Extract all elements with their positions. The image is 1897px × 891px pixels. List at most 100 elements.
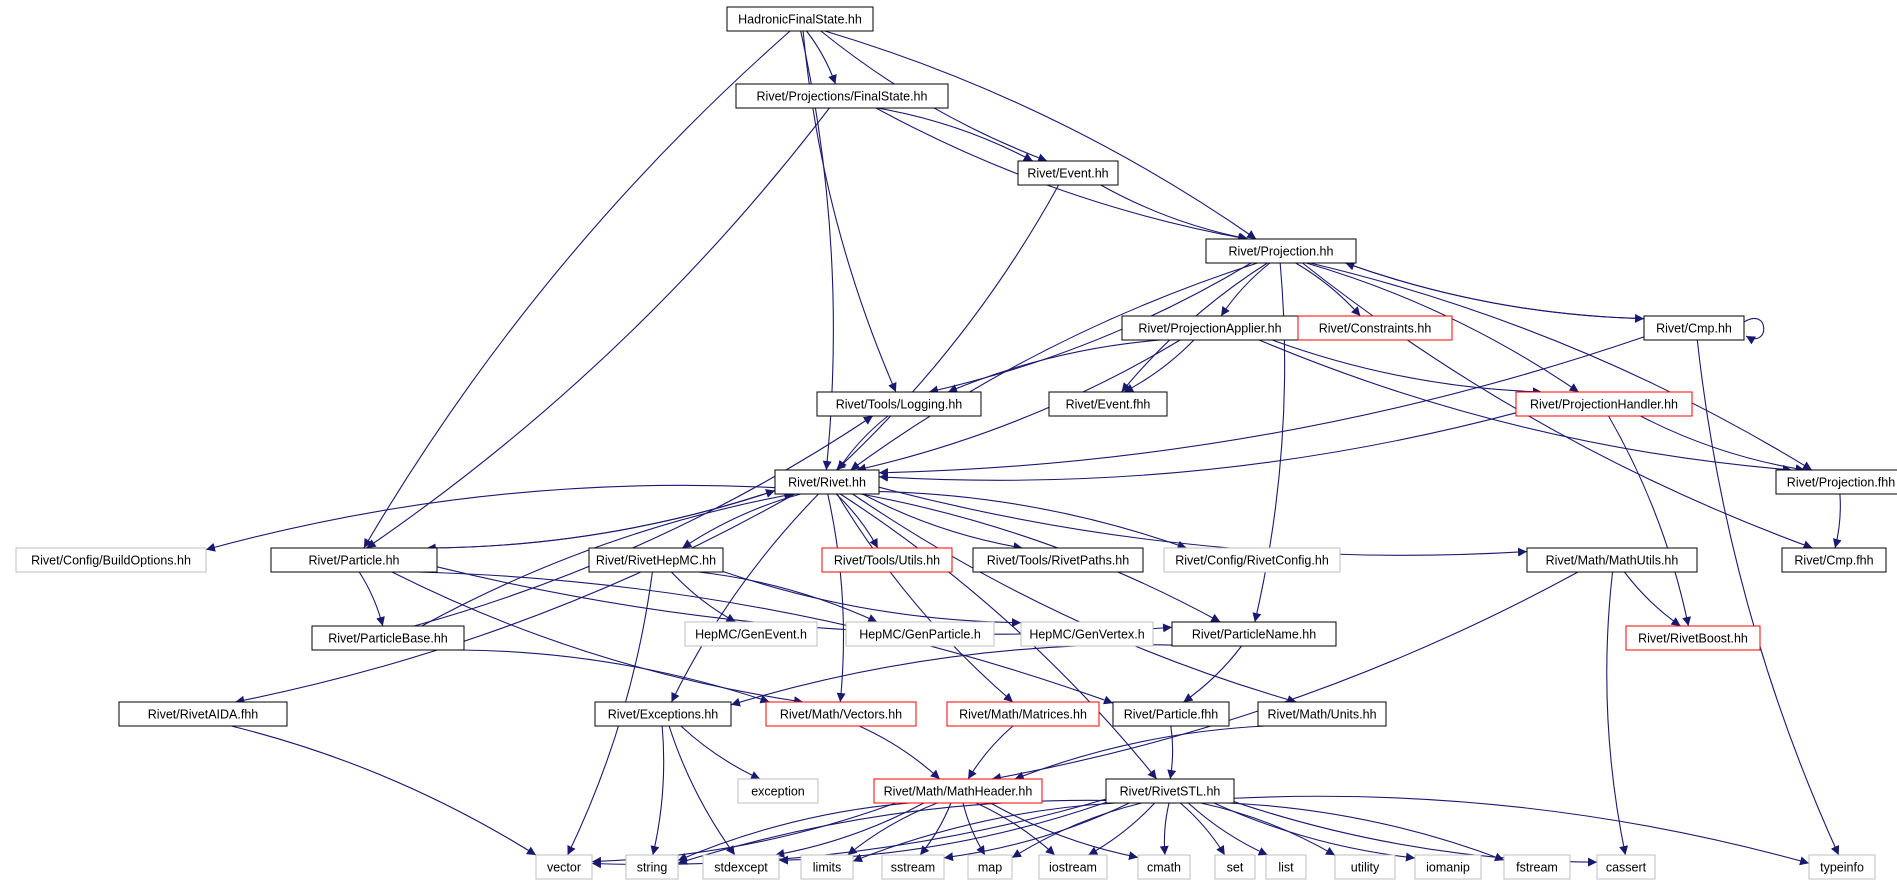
edge-phandler-to-projfhh (1640, 415, 1805, 474)
node-buildopt[interactable]: Rivet/Config/BuildOptions.hh (15, 547, 207, 573)
node-cmath[interactable]: cmath (1137, 854, 1191, 880)
node-box (311, 625, 465, 651)
node-box (1515, 391, 1693, 417)
node-papp[interactable]: Rivet/ProjectionApplier.hh (1121, 315, 1299, 341)
node-box (1414, 854, 1482, 880)
node-rpaths[interactable]: Rivet/Tools/RivetPaths.hh (972, 547, 1144, 573)
node-label: Rivet/Projection.fhh (1787, 475, 1895, 489)
node-box (1214, 854, 1256, 880)
node-logging[interactable]: Rivet/Tools/Logging.hh (816, 391, 982, 417)
node-stl[interactable]: Rivet/RivetSTL.hh (1105, 778, 1235, 804)
node-box (873, 778, 1043, 804)
node-box (845, 621, 995, 647)
node-box (737, 778, 819, 804)
node-pname[interactable]: Rivet/ParticleName.hh (1171, 621, 1337, 647)
node-utils[interactable]: Rivet/Tools/Utils.hh (821, 547, 953, 573)
node-particle[interactable]: Rivet/Particle.hh (270, 547, 438, 573)
node-stdexcept[interactable]: stdexcept (702, 854, 780, 880)
node-root[interactable]: HadronicFinalState.hh (726, 6, 874, 32)
node-rconfig[interactable]: Rivet/Config/RivetConfig.hh (1163, 547, 1341, 573)
node-limits[interactable]: limits (800, 854, 854, 880)
node-genvertex[interactable]: HepMC/GenVertex.h (1020, 621, 1154, 647)
node-label: iostream (1049, 860, 1097, 874)
node-box (625, 854, 679, 880)
node-box (774, 469, 880, 495)
node-hepmc[interactable]: Rivet/RivetHepMC.hh (588, 547, 724, 573)
node-box (765, 701, 917, 727)
node-fstream[interactable]: fstream (1503, 854, 1571, 880)
node-map[interactable]: map (967, 854, 1013, 880)
node-label: Rivet/ParticleBase.hh (328, 631, 448, 645)
node-label: Rivet/Math/MathUtils.hh (1546, 553, 1679, 567)
edge-stl-to-set (1179, 802, 1226, 856)
edge-rivet-to-particle (426, 490, 776, 553)
node-label: Rivet/Rivet.hh (788, 475, 866, 489)
edge-exceptions-to-stdexcept (668, 725, 736, 856)
node-utility[interactable]: utility (1334, 854, 1396, 880)
node-box (1105, 778, 1235, 804)
edge-pname-to-particlefhh (1183, 645, 1242, 703)
node-box (946, 701, 1100, 727)
node-pbase[interactable]: Rivet/ParticleBase.hh (311, 625, 465, 651)
node-label: list (1278, 860, 1294, 874)
node-list[interactable]: list (1265, 854, 1307, 880)
edge-mathutils-to-rboost (1624, 571, 1681, 627)
node-iostream[interactable]: iostream (1038, 854, 1108, 880)
node-iomanip[interactable]: iomanip (1414, 854, 1482, 880)
edge-rivet-to-matrices (836, 493, 1014, 703)
edge-fs-to-particle (366, 107, 830, 549)
node-genevent[interactable]: HepMC/GenEvent.h (684, 621, 818, 647)
node-label: Rivet/Cmp.hh (1656, 321, 1732, 335)
node-units[interactable]: Rivet/Math/Units.hh (1257, 701, 1387, 727)
node-string[interactable]: string (625, 854, 679, 880)
node-box (684, 621, 818, 647)
node-matrices[interactable]: Rivet/Math/Matrices.hh (946, 701, 1100, 727)
edge-stl-to-utility (1200, 802, 1336, 856)
edge-particle-to-vectors (391, 571, 804, 706)
edge-pbase-to-logging (414, 415, 874, 627)
node-label: Rivet/RivetHepMC.hh (596, 553, 716, 567)
edge-rivet-to-stl (840, 493, 1158, 780)
edge-cmp-to-proj (1345, 261, 1645, 320)
node-phandler[interactable]: Rivet/ProjectionHandler.hh (1515, 391, 1693, 417)
node-exceptions[interactable]: Rivet/Exceptions.hh (594, 701, 732, 727)
node-box (1020, 621, 1154, 647)
node-box (1257, 701, 1387, 727)
edge-cmp-to-rivet (878, 336, 1645, 478)
edge-root-to-proj (824, 30, 1257, 240)
node-cmpfhh[interactable]: Rivet/Cmp.fhh (1781, 547, 1887, 573)
node-box (588, 547, 724, 573)
node-projfhh[interactable]: Rivet/Projection.fhh (1775, 469, 1897, 495)
node-exception[interactable]: exception (737, 778, 819, 804)
edge-rivet-to-aida (235, 493, 795, 705)
node-mathutils[interactable]: Rivet/Math/MathUtils.hh (1526, 547, 1698, 573)
edge-exceptions-to-string (650, 725, 665, 856)
edge-mathheader-to-map (962, 802, 986, 856)
node-label: Rivet/ProjectionHandler.hh (1530, 397, 1678, 411)
node-genparticle[interactable]: HepMC/GenParticle.h (845, 621, 995, 647)
node-set[interactable]: set (1214, 854, 1256, 880)
node-sstream[interactable]: sstream (881, 854, 945, 880)
node-rboost[interactable]: Rivet/RivetBoost.hh (1625, 625, 1761, 651)
node-cmp[interactable]: Rivet/Cmp.hh (1643, 315, 1745, 341)
node-label: vector (547, 860, 581, 874)
edge-papp-to-rivet (856, 339, 1181, 473)
edge-proj-to-constr (1295, 262, 1361, 317)
node-eventfhh[interactable]: Rivet/Event.fhh (1048, 391, 1168, 417)
node-mathheader[interactable]: Rivet/Math/MathHeader.hh (873, 778, 1043, 804)
node-proj[interactable]: Rivet/Projection.hh (1205, 238, 1357, 264)
node-label: utility (1351, 860, 1380, 874)
node-particlefhh[interactable]: Rivet/Particle.fhh (1112, 701, 1230, 727)
node-constr[interactable]: Rivet/Constraints.hh (1297, 315, 1453, 341)
node-box (1781, 547, 1887, 573)
node-vectors[interactable]: Rivet/Math/Vectors.hh (765, 701, 917, 727)
node-fs[interactable]: Rivet/Projections/FinalState.hh (735, 83, 949, 109)
node-cassert[interactable]: cassert (1596, 854, 1656, 880)
node-event[interactable]: Rivet/Event.hh (1017, 160, 1119, 186)
node-vector[interactable]: vector (535, 854, 593, 880)
node-box (15, 547, 207, 573)
node-typeinfo[interactable]: typeinfo (1808, 854, 1876, 880)
node-rivet[interactable]: Rivet/Rivet.hh (774, 469, 880, 495)
edge-particle-to-pbase (358, 571, 385, 627)
node-aida[interactable]: Rivet/RivetAIDA.fhh (118, 701, 288, 727)
